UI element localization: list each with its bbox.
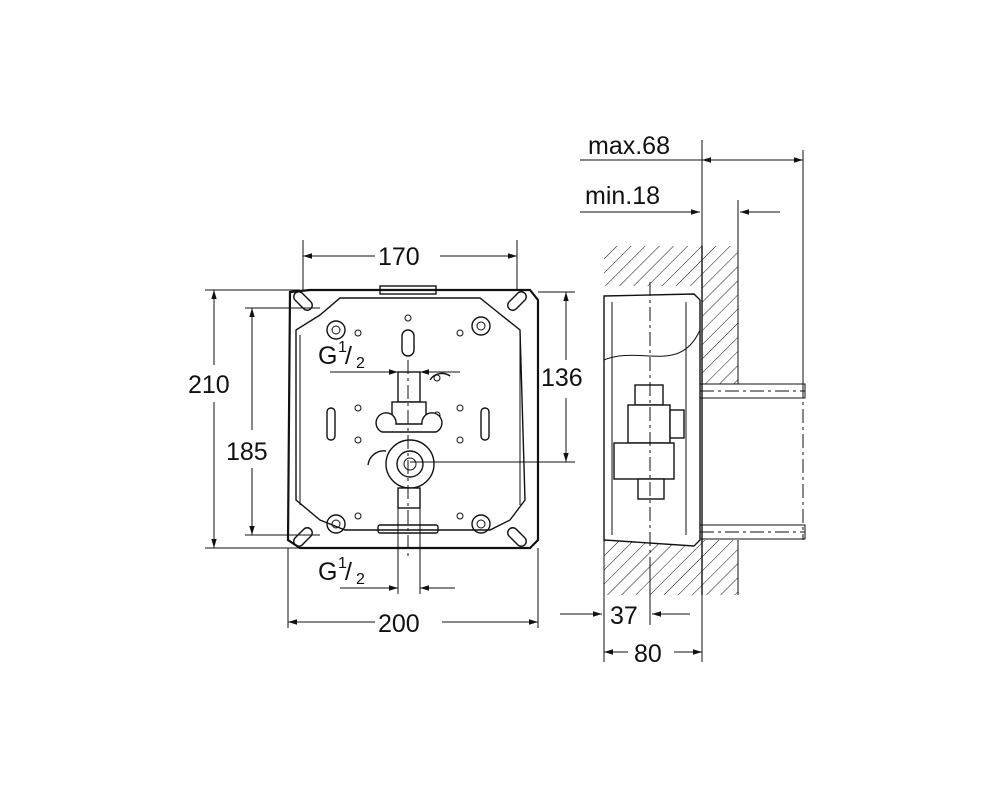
side-view <box>603 246 806 600</box>
svg-text:2: 2 <box>356 355 365 372</box>
svg-text:/: / <box>345 342 352 370</box>
side-dimensions <box>560 140 804 662</box>
thread-label-bottom: G 1 / 2 <box>318 555 365 588</box>
dim-min-depth: min.18 <box>585 182 660 210</box>
svg-text:G: G <box>318 558 337 586</box>
svg-text:1: 1 <box>338 339 347 356</box>
dim-height-inner: 185 <box>226 438 268 466</box>
front-dimensions <box>205 240 575 628</box>
dim-side-80: 80 <box>634 640 662 668</box>
front-outer-frame <box>286 288 540 550</box>
dim-height-outer: 210 <box>188 371 230 399</box>
svg-text:G: G <box>318 342 337 370</box>
top-slot <box>401 329 415 357</box>
dim-max-depth: max.68 <box>588 132 670 160</box>
dim-side-37: 37 <box>610 602 638 630</box>
screw-bosses <box>326 316 491 534</box>
dim-width-top: 170 <box>378 243 420 271</box>
dim-width-bottom: 200 <box>378 610 420 638</box>
thread-label-top: G 1 / 2 <box>318 339 365 372</box>
front-view <box>286 285 540 560</box>
front-inner-panel <box>295 297 526 531</box>
valve-body <box>367 371 451 509</box>
dim-height-right: 136 <box>541 364 583 392</box>
front-top-notch <box>379 285 437 295</box>
mounting-slots <box>293 291 527 547</box>
valve-side <box>613 384 685 500</box>
svg-text:1: 1 <box>338 555 347 572</box>
front-bottom-slot <box>377 524 439 534</box>
svg-text:2: 2 <box>356 571 365 588</box>
svg-text:/: / <box>345 558 352 586</box>
